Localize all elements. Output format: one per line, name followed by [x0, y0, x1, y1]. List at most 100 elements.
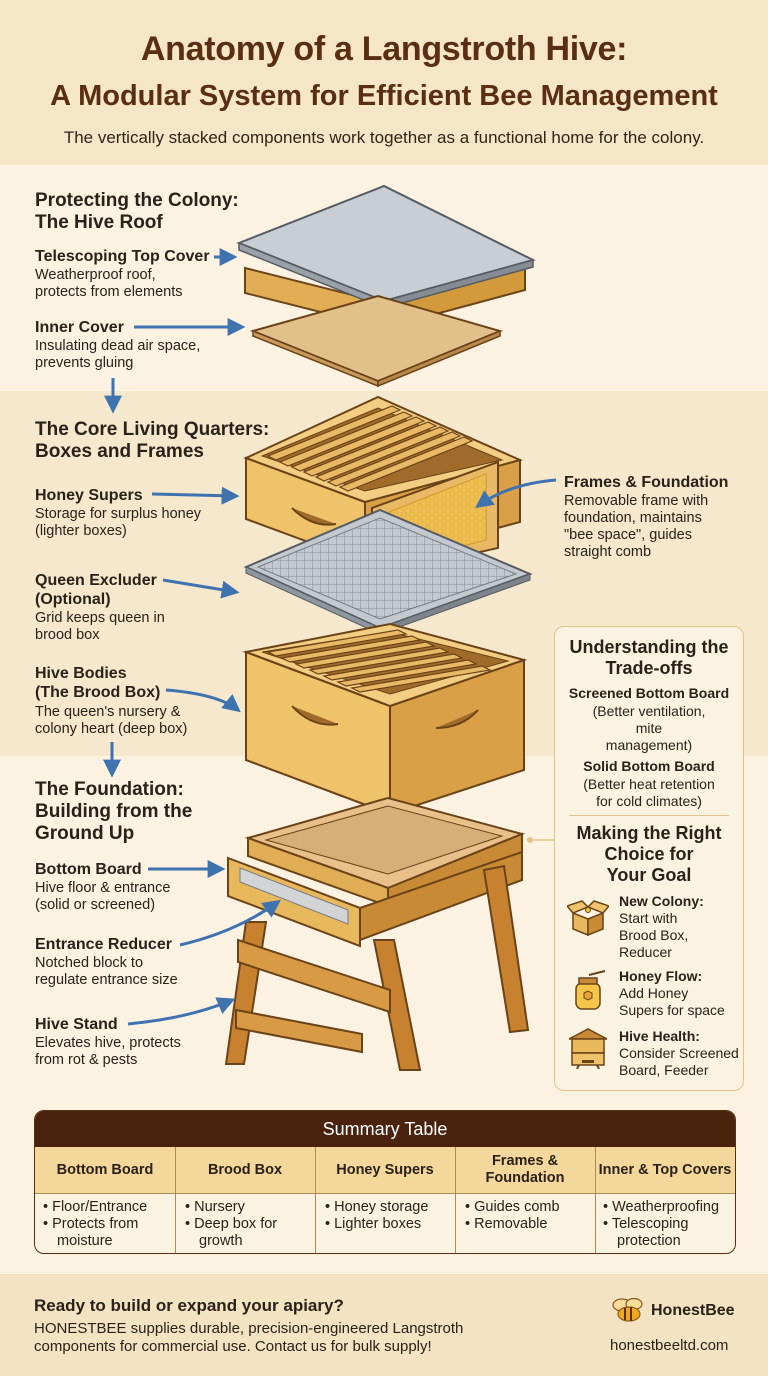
cta-text-1: HONESTBEE supplies durable, precision-en…: [34, 1320, 464, 1337]
foundation-heading-2: Building from the: [35, 801, 193, 822]
inner-cover-desc-2: prevents gluing: [35, 355, 134, 371]
honey-supers-desc-1: Storage for surplus honey: [35, 506, 202, 522]
honey-supers-label: Honey Supers: [35, 487, 143, 504]
summary-header-row: [35, 1147, 735, 1194]
col-header-text: Inner & Top Covers: [598, 1161, 732, 1178]
col-header-text: Frames &: [491, 1153, 559, 1169]
goal-hive-health-line1: Consider Screened: [619, 1045, 739, 1061]
tradeoffs-heading-2: Trade-offs: [605, 658, 693, 678]
col-header-bottom-board: Bottom Board: [35, 1147, 175, 1193]
top-cover-label: Telescoping Top Cover: [35, 248, 210, 265]
cell-bottom-board-2: • Protects from: [43, 1216, 139, 1232]
cell-brood-box-2: • Deep box for: [185, 1216, 278, 1232]
header-band: [0, 0, 768, 165]
main-subtitle-title: A Modular System for Efficient Bee Manag…: [50, 80, 718, 112]
choice-heading-1: Making the Right: [576, 823, 722, 843]
hive-bodies-label-2: (The Brood Box): [35, 684, 161, 701]
bottom-board-label: Bottom Board: [35, 861, 142, 878]
column-divider: [595, 1147, 596, 1253]
solid-board-desc-2: for cold climates): [596, 793, 702, 809]
foundation-heading-1: The Foundation:: [35, 779, 184, 800]
inner-cover: [249, 294, 504, 388]
solid-board-label: Solid Bottom Board: [583, 758, 715, 774]
beehive-icon: [568, 1028, 608, 1069]
col-header-text-2: Foundation: [485, 1170, 565, 1186]
bottom-board: [227, 796, 526, 948]
frames-desc-1: Removable frame with: [564, 493, 709, 509]
goal-new-colony-line2: Brood Box,: [619, 927, 689, 943]
goal-honey-flow-label: Honey Flow:: [619, 968, 703, 984]
tradeoffs-panel: Understanding the Trade-offs Screened Bo…: [554, 626, 744, 1091]
frames-label: Frames & Foundation: [564, 474, 729, 491]
brand-name: HonestBee: [651, 1302, 735, 1319]
queen-excluder-desc-1: Grid keeps queen in: [35, 610, 165, 626]
website-link[interactable]: honestbeeltd.com: [610, 1337, 729, 1354]
honey-jar-icon: [575, 970, 606, 1010]
screened-board-desc-3: management): [605, 737, 693, 753]
summary-table-title: Summary Table: [35, 1111, 735, 1147]
cell-honey-supers-2: • Lighter boxes: [325, 1216, 422, 1232]
goal-hive-health-line2: Board, Feeder: [619, 1062, 709, 1078]
honey-supers-desc-2: (lighter boxes): [35, 523, 127, 539]
goal-new-colony-label: New Colony:: [619, 893, 704, 909]
col-header-text: Brood Box: [207, 1161, 283, 1178]
hive-stand-desc-2: from rot & pests: [35, 1052, 138, 1068]
col-header-honey-supers: Honey Supers: [315, 1147, 455, 1193]
col-header-covers: Inner & Top Covers: [595, 1147, 735, 1193]
hive-stand-label: Hive Stand: [35, 1016, 118, 1033]
screened-board-desc-2: mite: [635, 720, 663, 736]
cta-heading: Ready to build or expand your apiary?: [34, 1296, 344, 1315]
intro-text: The vertically stacked components work t…: [63, 128, 705, 147]
cta-text-2: components for commercial use. Contact u…: [34, 1338, 432, 1355]
goal-new-colony-line3: Reducer: [619, 944, 672, 960]
inner-cover-desc-1: Insulating dead air space,: [35, 338, 201, 354]
choice-heading-2: Choice for: [604, 844, 694, 864]
summary-table: Summary Table Bottom Board Brood Box Hon…: [34, 1110, 736, 1254]
cell-honey-supers-1: • Honey storage: [325, 1199, 429, 1215]
panel-connector-dot: [527, 837, 533, 843]
roof-heading-2: The Hive Roof: [35, 212, 163, 233]
goal-hive-health-label: Hive Health:: [619, 1028, 700, 1044]
cell-brood-box-3: growth: [199, 1233, 243, 1249]
top-cover-desc-1: Weatherproof roof,: [35, 267, 156, 283]
cell-frames-2: • Removable: [465, 1216, 548, 1232]
queen-excluder-label-2: (Optional): [35, 591, 111, 608]
hive-bodies-desc-2: colony heart (deep box): [35, 721, 188, 737]
hive-stand: [224, 850, 530, 1071]
frames-desc-2: foundation, maintains: [564, 510, 702, 526]
col-header-text: Bottom Board: [56, 1161, 154, 1178]
honeybee-logo-icon: [612, 1297, 643, 1322]
cell-covers-3: protection: [617, 1233, 681, 1249]
column-divider: [455, 1147, 456, 1253]
inner-cover-label: Inner Cover: [35, 319, 124, 336]
brood-box: [242, 622, 528, 816]
cell-frames-1: • Guides comb: [465, 1199, 560, 1215]
choice-heading-3: Your Goal: [606, 865, 692, 885]
main-title: Anatomy of a Langstroth Hive:: [140, 30, 628, 68]
frames-desc-3: "bee space", guides: [564, 527, 692, 543]
bottom-board-desc-1: Hive floor & entrance: [35, 880, 171, 896]
screened-board-label: Screened Bottom Board: [568, 685, 730, 701]
roof-heading-1: Protecting the Colony:: [35, 190, 239, 211]
entrance-reducer-label: Entrance Reducer: [35, 936, 172, 953]
bottom-board-desc-2: (solid or screened): [35, 897, 156, 913]
queen-excluder-grid: [243, 508, 533, 635]
tradeoffs-heading-1: Understanding the: [569, 637, 729, 657]
goal-honey-flow-line1: Add Honey: [619, 985, 689, 1001]
cell-bottom-board-3: moisture: [57, 1233, 113, 1249]
queen-excluder-label-1: Queen Excluder: [35, 572, 157, 589]
queen-excluder-desc-2: brood box: [35, 627, 100, 643]
top-cover-desc-2: protects from elements: [35, 284, 183, 300]
col-header-brood-box: Brood Box: [175, 1147, 315, 1193]
core-heading-1: The Core Living Quarters:: [35, 419, 270, 440]
cell-brood-box-1: • Nursery: [185, 1199, 245, 1215]
panel-divider: [569, 815, 729, 816]
goal-new-colony-line1: Start with: [619, 910, 678, 926]
cell-bottom-board-1: • Floor/Entrance: [43, 1199, 148, 1215]
col-header-text: Honey Supers: [336, 1161, 434, 1178]
frames-desc-4: straight comb: [564, 544, 652, 560]
goal-honey-flow-line2: Supers for space: [619, 1002, 725, 1018]
foundation-heading-3: Ground Up: [35, 823, 135, 844]
column-divider: [175, 1147, 176, 1253]
